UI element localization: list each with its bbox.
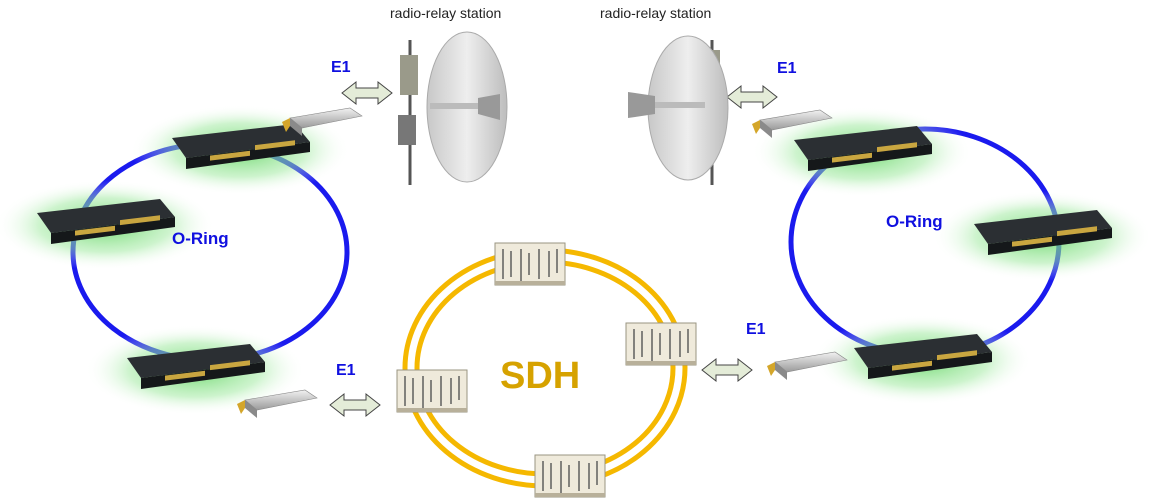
station-label-right: radio-relay station: [600, 5, 712, 21]
oring-label-left: O-Ring: [172, 229, 229, 248]
arrow-top-right: [726, 85, 778, 109]
arrow-bottom-left: [329, 393, 381, 417]
arrow-bottom-right: [701, 358, 753, 382]
sdh-mux-left: [396, 369, 468, 413]
e1-label-top-left: E1: [331, 59, 351, 76]
oring-label-right: O-Ring: [886, 212, 943, 231]
sdh-label: SDH: [500, 355, 581, 397]
switch-right-middle: [932, 191, 1152, 281]
e1-label-bottom-left: E1: [336, 362, 356, 379]
antenna-left-icon: [398, 31, 508, 185]
sdh-mux-top: [494, 242, 566, 286]
sdh-mux-right: [625, 322, 697, 366]
switch-left-middle: [0, 180, 215, 270]
station-label-left: radio-relay station: [390, 5, 502, 21]
e1-label-top-right: E1: [777, 60, 797, 77]
arrow-top-left: [341, 81, 393, 105]
antenna-right-icon: [628, 35, 729, 185]
e1-label-bottom-right: E1: [746, 321, 766, 338]
sdh-mux-bottom: [534, 454, 606, 498]
